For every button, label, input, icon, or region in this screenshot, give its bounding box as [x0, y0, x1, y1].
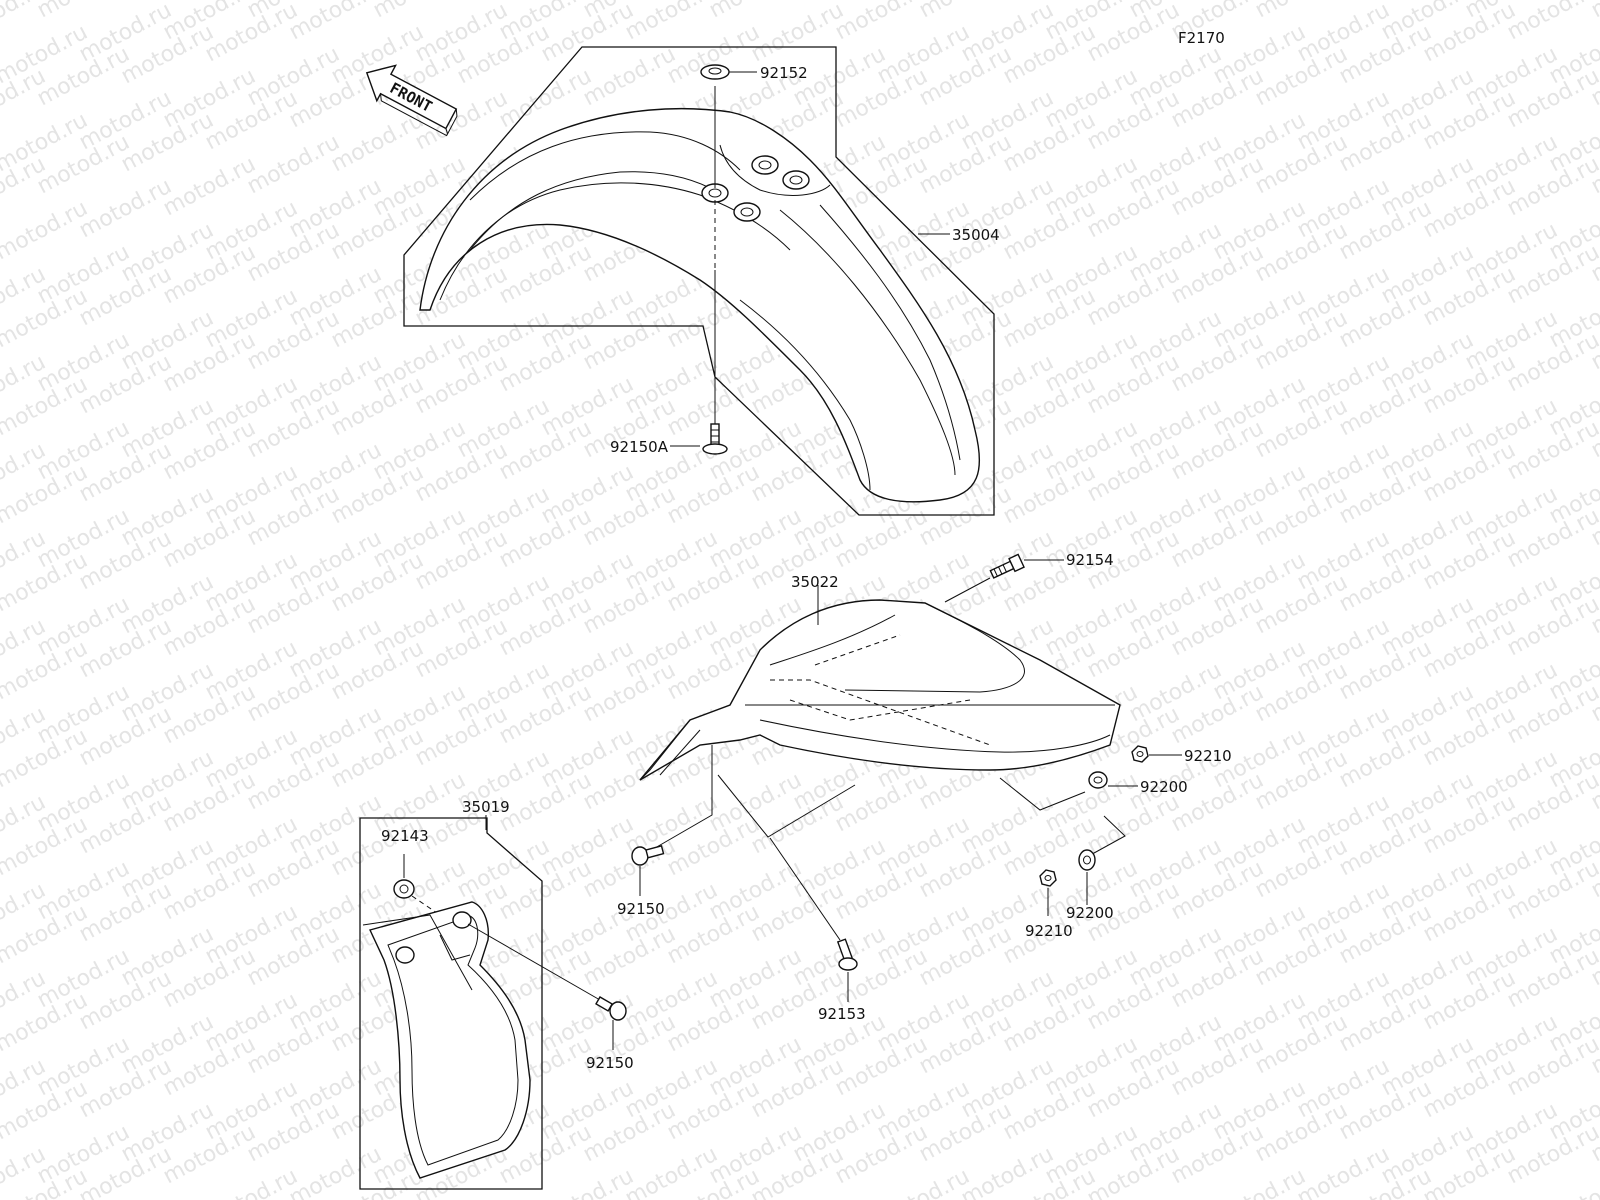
callout-92150-bottom: 92150: [586, 1054, 634, 1072]
watermark-text: motod.ru: [159, 152, 260, 221]
callout-92143: 92143: [381, 827, 429, 845]
watermark-text: motod.ru: [621, 0, 722, 45]
bolt-92150-bottom: [595, 996, 627, 1021]
watermark-text: motod.ru: [915, 0, 1016, 23]
nut-92210-lower: [1039, 869, 1057, 887]
watermark-text: motod.ru: [201, 1164, 302, 1200]
watermark-text: motod.ru: [243, 130, 344, 199]
callout-92150-mid: 92150: [617, 900, 665, 918]
front-arrow-icon: FRONT: [365, 64, 458, 137]
bolt-92153: [836, 938, 858, 971]
rear-fender: [639, 599, 1121, 781]
callout-92153: 92153: [818, 1005, 866, 1023]
watermark-text: motod.ru: [831, 0, 932, 45]
front-fender-group-outline: [403, 46, 995, 516]
watermark-text: motod.ru: [75, 174, 176, 243]
diagram-code: F2170: [1178, 29, 1225, 47]
callout-92150A: 92150A: [610, 438, 669, 456]
watermark-text: motod.ru: [705, 0, 806, 23]
watermark-text: motod.ru: [873, 1164, 974, 1200]
callout-35019: 35019: [462, 798, 510, 816]
watermark-text: motod.ru: [369, 0, 470, 23]
watermark-text: motod.ru: [1209, 1164, 1310, 1200]
callout-92200-right: 92200: [1140, 778, 1188, 796]
callout-92152: 92152: [760, 64, 808, 82]
callout-92210-lower: 92210: [1025, 922, 1073, 940]
callout-92200-lower: 92200: [1066, 904, 1114, 922]
callout-35004: 35004: [952, 226, 1000, 244]
watermark-text: motod.ru: [537, 1164, 638, 1200]
bolt-92150-mid: [631, 845, 665, 866]
callout-35022: 35022: [791, 573, 839, 591]
watermark-text: motod.ru: [285, 0, 386, 45]
washer-92200-lower: [1078, 849, 1096, 871]
watermark-text: motod.ru: [747, 0, 848, 67]
washer-92200-right: [1088, 771, 1108, 789]
washer-92152: [700, 64, 730, 80]
watermark-text: motod.ru: [1503, 0, 1600, 45]
callout-92210-right: 92210: [1184, 747, 1232, 765]
bolt-92154: [989, 553, 1025, 579]
mud-flap: [362, 901, 531, 1179]
watermark-text: motod.ru: [579, 42, 680, 111]
watermark-text: motod.ru: [33, 0, 134, 23]
watermark-text: motod.ru: [1545, 1164, 1600, 1200]
grommet-92143: [393, 879, 415, 899]
watermark-text: motod.ru: [0, 196, 92, 265]
mud-flap-group-outline: [359, 817, 543, 1190]
nut-92210-right: [1131, 745, 1149, 763]
watermark-text: motod.ru: [1251, 0, 1352, 23]
bolt-92150A: [702, 423, 728, 455]
watermark-text: motod.ru: [1587, 0, 1600, 23]
callout-92154: 92154: [1066, 551, 1114, 569]
watermark-text: motod.ru: [327, 108, 428, 177]
